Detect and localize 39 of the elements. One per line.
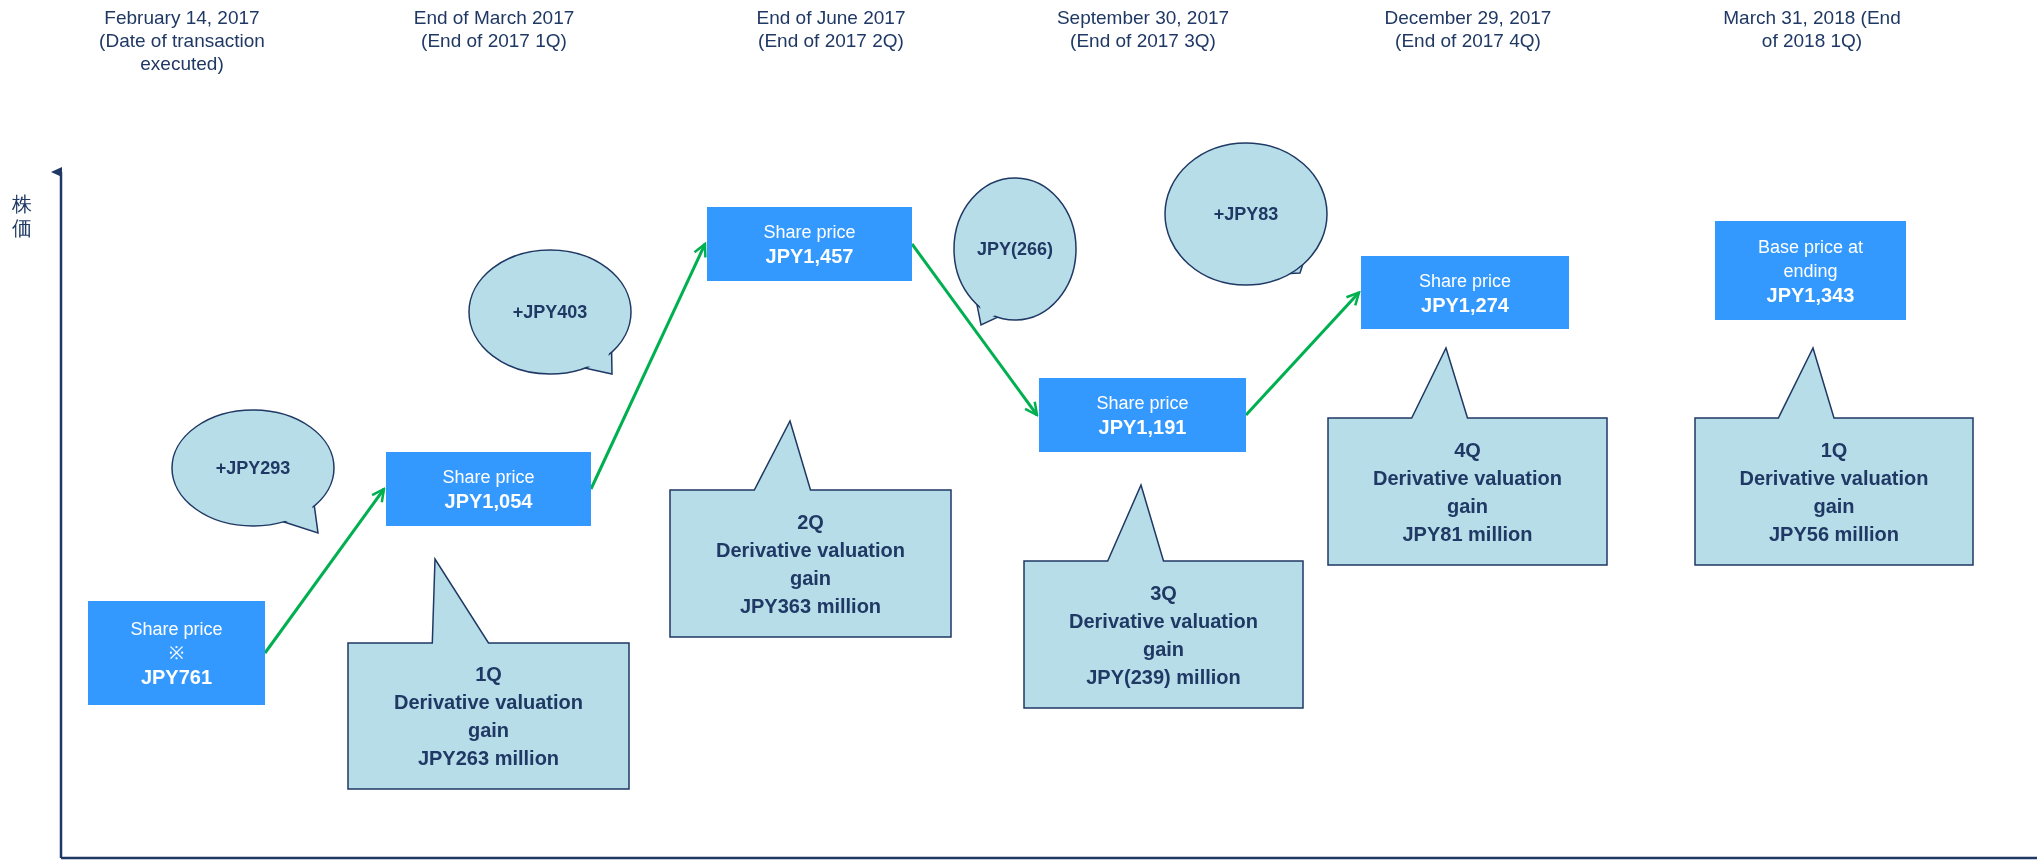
price-value: JPY1,054 [444,489,533,513]
gain-caption: Derivative valuation gain [1372,465,1563,519]
quarter-label: 1Q [1820,437,1848,463]
date-heading: End of June 2017 (End of 2017 2Q) [755,6,907,52]
quarter-label: 1Q [475,662,502,687]
change-value: +JPY403 [512,301,588,324]
price-caption: Share price [763,221,856,244]
gain-value: JPY263 million [417,746,560,771]
date-heading: End of March 2017 (End of 2017 1Q) [412,6,576,52]
change-value: +JPY83 [1213,203,1279,226]
gain-caption: Derivative valuation gain [1068,608,1259,662]
price-caption: Base price at ending [1756,235,1865,283]
gain-caption: Derivative valuation gain [393,690,584,743]
gain-value: JPY81 million [1402,521,1533,547]
price-caption: ※ [169,642,184,665]
price-caption: Share price [1418,269,1512,293]
gain-value: JPY363 million [739,593,882,619]
change-value: JPY(266) [976,238,1053,261]
date-heading: March 31, 2018 (End of 2018 1Q) [1722,6,1902,52]
date-heading: December 29, 2017 (End of 2017 4Q) [1383,6,1553,52]
quarter-label: 4Q [1454,437,1481,463]
price-value: JPY761 [140,665,213,689]
price-caption: Share price [130,618,223,641]
gain-value: JPY(239) million [1086,664,1241,690]
price-caption: Share price [1096,392,1189,415]
gain-caption: Derivative valuation gain [1738,465,1930,519]
price-value: JPY1,274 [1421,292,1509,317]
date-heading: February 14, 2017 (Date of transaction executed) [98,6,266,75]
price-value: JPY1,457 [765,244,854,268]
price-value: JPY1,191 [1098,415,1187,439]
axis-label: 株価 [12,192,32,240]
gain-caption: Derivative valuation gain [715,537,906,591]
price-value: JPY1,343 [1766,282,1855,307]
quarter-label: 3Q [1150,580,1177,606]
gain-value: JPY56 million [1768,521,1900,547]
quarter-label: 2Q [797,509,824,535]
price-caption: Share price [442,466,535,489]
date-heading: September 30, 2017 (End of 2017 3Q) [1055,6,1231,52]
change-value: +JPY293 [215,457,291,480]
